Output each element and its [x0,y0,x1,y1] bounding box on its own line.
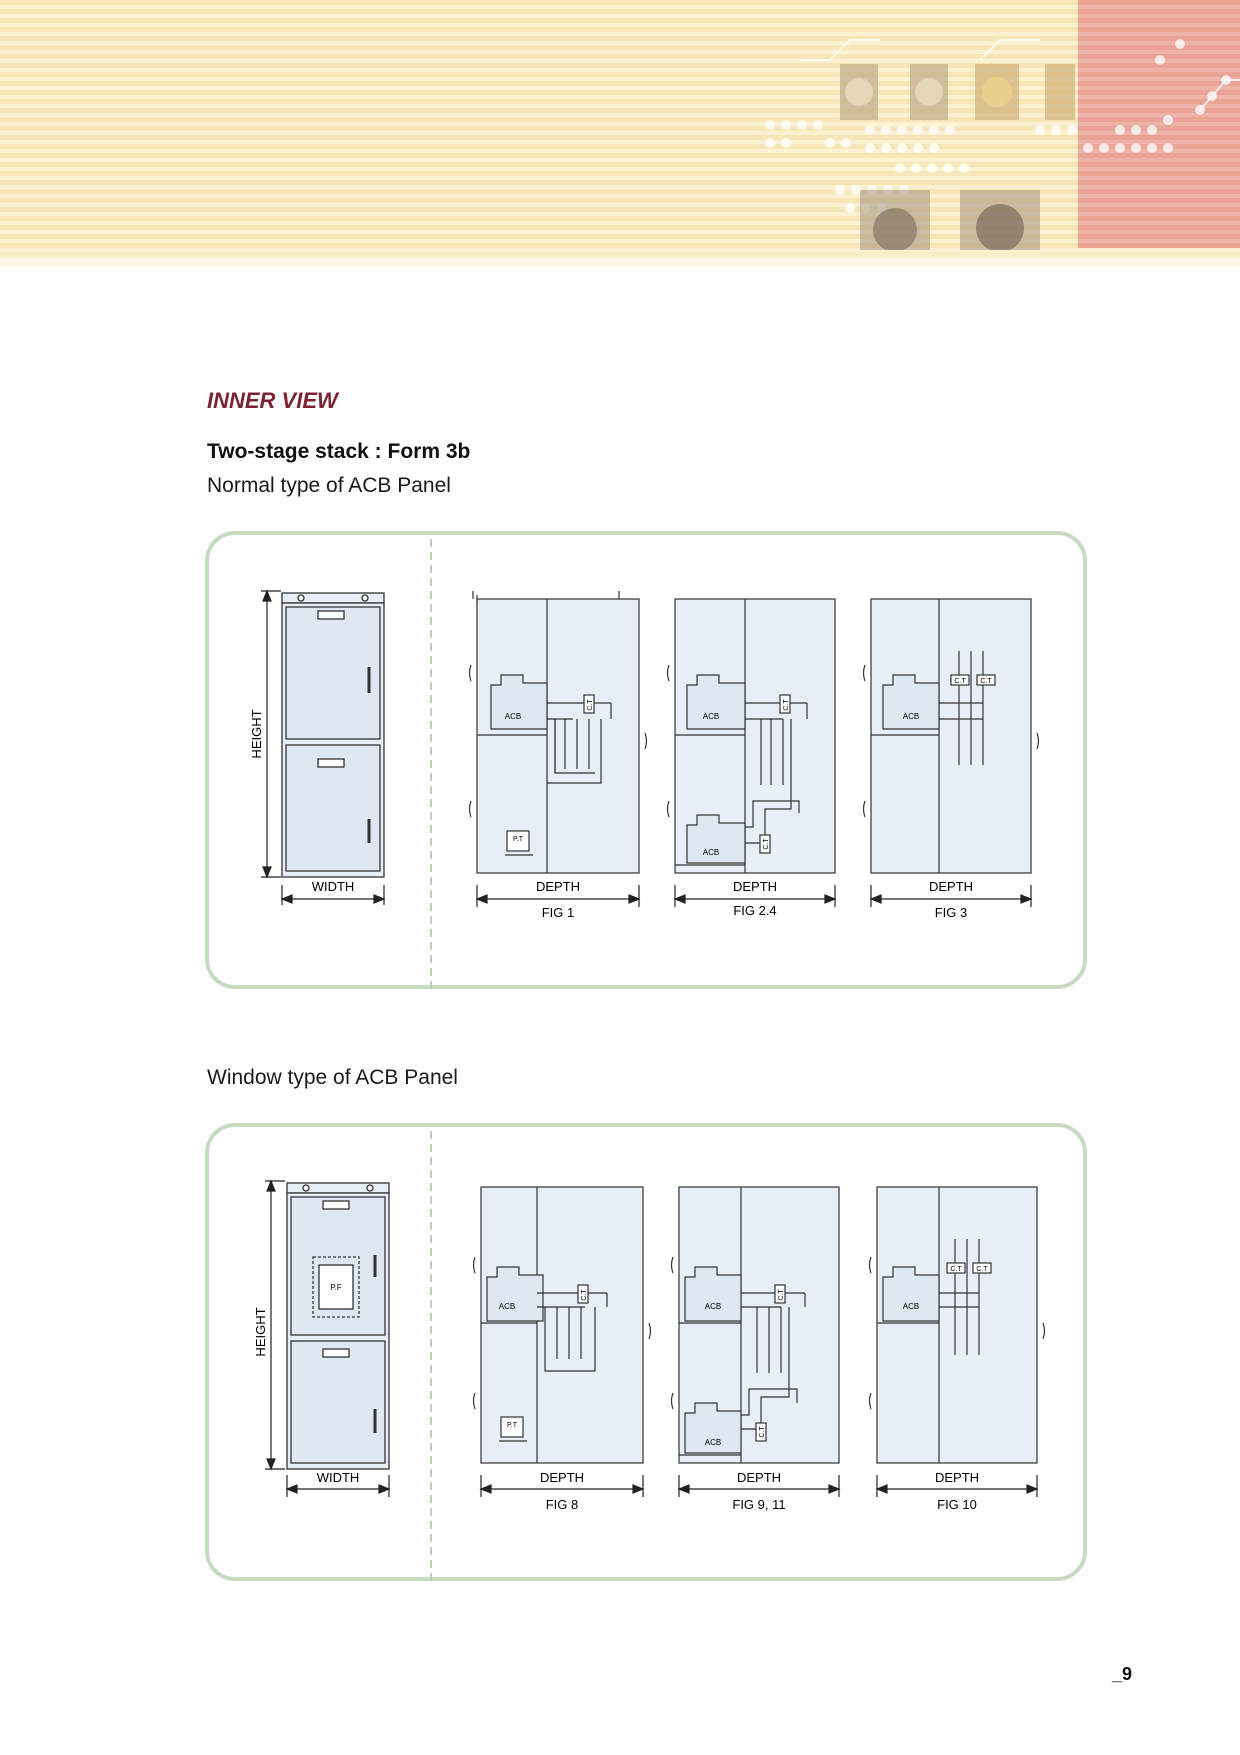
svg-text:ACB: ACB [903,712,919,721]
side-view-fig-8: ACB C.T P.T DEPTH FIG 8 [472,1186,652,1512]
normal-panel-diagram-box: HEIGHT WIDTH ACB C.T P.T [205,531,1087,989]
side-view-fig-1: ACB C.T P.T DEPTH FIG 1 [468,591,648,920]
svg-text:C.T: C.T [581,1289,588,1301]
window-panel-diagram-box: P.F HEIGHT WIDTH ACB C.T P.T [205,1123,1087,1581]
svg-text:C.T: C.T [980,678,992,685]
window-panel-caption: Window type of ACB Panel [207,1066,458,1089]
svg-text:DEPTH: DEPTH [929,879,973,894]
front-view-diagram [286,1182,390,1470]
figure-label: FIG 3 [935,905,968,920]
svg-text:P.T: P.T [507,1422,518,1429]
svg-text:ACB: ACB [703,712,719,721]
header-banner-accent [1078,0,1240,248]
svg-text:ACB: ACB [705,1302,721,1311]
svg-text:C.T: C.T [587,699,594,711]
front-view-diagram [281,592,385,878]
svg-text:C.T: C.T [783,699,790,711]
svg-text:ACB: ACB [903,1302,919,1311]
svg-text:DEPTH: DEPTH [733,879,777,894]
svg-text:ACB: ACB [499,1302,515,1311]
side-view-fig-3: C.T C.T ACB DEPTH FIG 3 [862,598,1040,920]
svg-text:C.T: C.T [763,838,770,850]
svg-text:C.T: C.T [954,678,966,685]
side-view-fig-10: C.T C.T ACB DEPTH FIG 10 [868,1186,1046,1512]
figure-label: FIG 1 [542,905,575,920]
height-label: HEIGHT [253,1307,268,1356]
side-view-fig-2-4: ACB C.T ACB C.T DEPTH FIG 2.4 [666,598,837,918]
svg-text:DEPTH: DEPTH [935,1470,979,1485]
width-label: WIDTH [317,1470,360,1485]
page-number: _9 [1112,1664,1133,1684]
svg-text:ACB: ACB [703,848,719,857]
normal-panel-caption: Normal type of ACB Panel [207,474,451,497]
svg-text:ACB: ACB [705,1438,721,1447]
section-label: INNER VIEW [207,388,338,413]
svg-text:DEPTH: DEPTH [536,879,580,894]
figure-label: FIG 10 [937,1497,977,1512]
svg-text:C.T: C.T [778,1289,785,1301]
svg-text:P.T: P.T [513,836,524,843]
circuit-decoration-icon [765,39,1240,250]
height-label: HEIGHT [249,709,264,758]
figure-label: FIG 2.4 [733,903,776,918]
width-label: WIDTH [312,879,355,894]
side-view-fig-9-11: ACB C.T ACB C.T DEPTH FIG 9, 11 [670,1186,841,1512]
figure-label: FIG 9, 11 [732,1497,785,1512]
svg-text:DEPTH: DEPTH [540,1470,584,1485]
svg-text:C.T: C.T [950,1266,962,1273]
svg-text:ACB: ACB [505,712,521,721]
svg-text:C.T: C.T [759,1426,766,1438]
svg-text:C.T: C.T [976,1266,988,1273]
figure-label: FIG 8 [546,1497,579,1512]
window-label: P.F [330,1283,342,1292]
page-title: Two-stage stack : Form 3b [207,440,471,463]
svg-text:DEPTH: DEPTH [737,1470,781,1485]
